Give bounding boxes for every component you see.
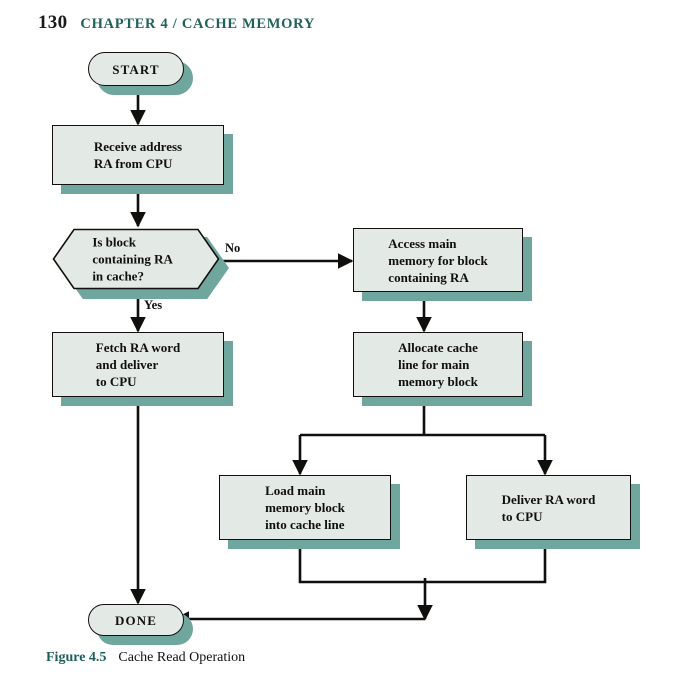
node-load-main-memory-block-label: Load main memory block into cache line bbox=[265, 483, 345, 532]
page-number: 130 bbox=[38, 12, 68, 33]
node-start[interactable]: START bbox=[88, 52, 193, 95]
node-is-block-in-cache[interactable]: Is block containing RA in cache? bbox=[52, 228, 229, 299]
node-load-main-memory-block-face: Load main memory block into cache line bbox=[219, 475, 391, 540]
figure-label: Figure 4.5 bbox=[46, 650, 107, 665]
node-is-block-in-cache-face: Is block containing RA in cache? bbox=[52, 228, 220, 290]
node-fetch-ra-word-label: Fetch RA word and deliver to CPU bbox=[95, 340, 181, 389]
node-deliver-ra-word-label: Deliver RA word to CPU bbox=[501, 491, 596, 524]
edge-label-no: No bbox=[225, 241, 241, 255]
node-receive-address-label: Receive address RA from CPU bbox=[93, 139, 183, 171]
figure-title: Cache Read Operation bbox=[118, 650, 246, 665]
page-header: 130 CHAPTER 4 / CACHE MEMORY bbox=[38, 12, 315, 34]
node-fetch-ra-word-face: Fetch RA word and deliver to CPU bbox=[52, 332, 224, 397]
node-done-label: DONE bbox=[115, 612, 157, 628]
node-allocate-cache-line[interactable]: Allocate cache line for main memory bloc… bbox=[353, 332, 532, 406]
node-start-face: START bbox=[88, 52, 184, 86]
node-receive-address[interactable]: Receive address RA from CPU bbox=[52, 125, 233, 194]
node-done[interactable]: DONE bbox=[88, 604, 193, 645]
hexagon-outline bbox=[52, 228, 220, 290]
node-start-label: START bbox=[112, 61, 160, 77]
node-access-main-memory-face: Access main memory for block containing … bbox=[353, 228, 523, 292]
chapter-title: CHAPTER 4 / CACHE MEMORY bbox=[80, 16, 315, 32]
figure-caption: Figure 4.5 Cache Read Operation bbox=[46, 650, 245, 666]
node-deliver-ra-word-face: Deliver RA word to CPU bbox=[466, 475, 631, 540]
node-load-main-memory-block[interactable]: Load main memory block into cache line bbox=[219, 475, 400, 549]
node-allocate-cache-line-face: Allocate cache line for main memory bloc… bbox=[353, 332, 523, 397]
node-is-block-in-cache-label: Is block containing RA in cache? bbox=[92, 234, 173, 284]
edge-label-yes: Yes bbox=[144, 298, 163, 312]
node-done-face: DONE bbox=[88, 604, 184, 636]
node-access-main-memory[interactable]: Access main memory for block containing … bbox=[353, 228, 532, 301]
node-fetch-ra-word[interactable]: Fetch RA word and deliver to CPU bbox=[52, 332, 233, 406]
node-receive-address-face: Receive address RA from CPU bbox=[52, 125, 224, 185]
node-deliver-ra-word[interactable]: Deliver RA word to CPU bbox=[466, 475, 640, 549]
node-access-main-memory-label: Access main memory for block containing … bbox=[388, 235, 488, 285]
node-allocate-cache-line-label: Allocate cache line for main memory bloc… bbox=[398, 340, 478, 389]
